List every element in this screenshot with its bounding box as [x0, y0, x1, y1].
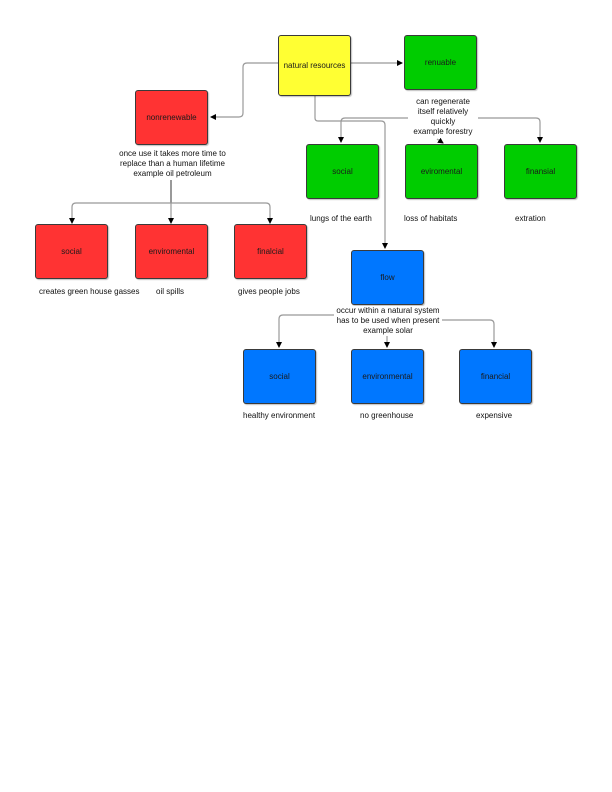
- note-flow-environmental: no greenhouse: [360, 411, 414, 420]
- node-flow-financial[interactable]: financial: [459, 349, 532, 404]
- node-renewable-social[interactable]: social: [306, 144, 379, 199]
- node-natural-resources[interactable]: natural resources: [278, 35, 351, 96]
- node-renewable[interactable]: renuable: [404, 35, 477, 90]
- node-nonrenewable-financial[interactable]: finalcial: [234, 224, 307, 279]
- note-nonrenewable-environmental: oil spills: [156, 287, 185, 296]
- edge-root-nonrenewable: [210, 62, 278, 120]
- edge-nonrenewable-financial: [171, 202, 273, 224]
- node-label: natural resources: [283, 61, 346, 70]
- edge-flow-financial: [442, 319, 497, 348]
- edge-renewable-social: [338, 117, 410, 143]
- note-renewable-financial: extration: [515, 214, 546, 223]
- note-flow-social: healthy environment: [243, 411, 316, 420]
- nonrenewable-description: once use it takes more time to replace t…: [110, 149, 235, 179]
- note-nonrenewable-social: creates green house gasses: [39, 287, 140, 296]
- note-nonrenewable-financial: gives people jobs: [238, 287, 300, 296]
- node-renewable-financial[interactable]: finansial: [504, 144, 577, 199]
- node-flow[interactable]: flow: [351, 250, 424, 305]
- node-nonrenewable-social[interactable]: social: [35, 224, 108, 279]
- edge-root-flow: [314, 95, 388, 249]
- edge-nonrenewable-social: [69, 202, 171, 224]
- node-flow-social[interactable]: social: [243, 349, 316, 404]
- node-label: renuable: [424, 58, 457, 67]
- node-flow-environmental[interactable]: environmental: [351, 349, 424, 404]
- note-flow-financial: expensive: [476, 411, 513, 420]
- node-nonrenewable[interactable]: nonrenewable: [135, 90, 208, 145]
- note-renewable-environmental: loss of habitats: [404, 214, 458, 223]
- edge-flow-social: [276, 314, 335, 348]
- note-renewable-social: lungs of the earth: [310, 214, 372, 223]
- node-renewable-environmental[interactable]: eviromental: [405, 144, 478, 199]
- renewable-description: can regenerate itself relatively quickly…: [408, 97, 478, 137]
- node-nonrenewable-environmental[interactable]: enviromental: [135, 224, 208, 279]
- edge-renewable-enviro: [436, 137, 444, 144]
- flow-description: occur within a natural system has to be …: [334, 306, 442, 336]
- edge-renewable-financial: [478, 117, 543, 143]
